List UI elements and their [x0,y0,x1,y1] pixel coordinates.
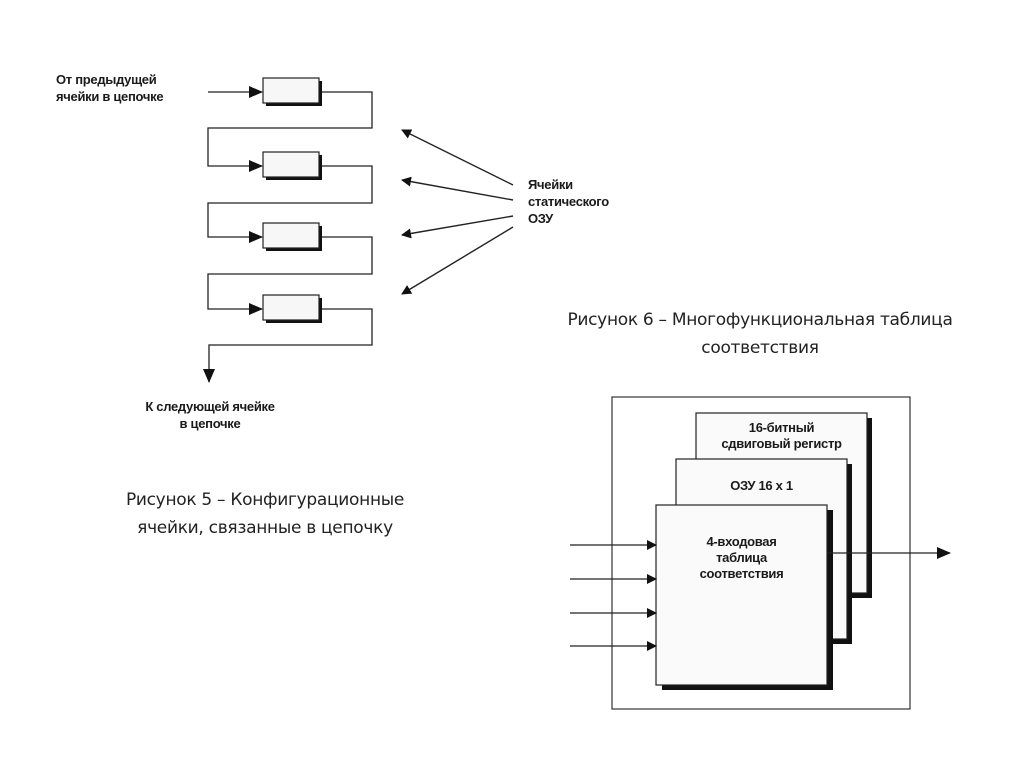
layer-lut [655,504,833,690]
callout-arrow-1 [401,129,514,186]
sram-cell-2 [262,151,322,180]
figure5-chain [203,86,373,383]
input-label: От предыдущей ячейки в цепочке [56,72,164,104]
shift-register-label: 16-битный сдвиговый регистр [721,420,842,451]
sram-cell-4 [262,294,322,323]
callout-label: Ячейки статического ОЗУ [528,177,609,226]
output-link [203,308,373,383]
callout-arrow-2 [401,176,514,201]
output-label: К следующей ячейке в цепочке [145,399,275,431]
sram-cell-1 [262,77,322,106]
figure5-caption: Рисунок 5 – Конфигурационные ячейки, свя… [125,490,405,538]
sram-cell-3 [262,222,322,251]
figure6-caption: Рисунок 6 – Многофункциональная таблица … [567,310,953,358]
ram-label: ОЗУ 16 x 1 [730,478,793,493]
chain-link-2 [207,165,373,243]
chain-link-3 [207,236,373,315]
callout-arrow-4 [401,226,514,295]
callout-arrow-3 [401,215,514,239]
chain-link-1 [207,91,373,172]
lut-label: 4-входовая таблица соответствия [699,534,784,581]
